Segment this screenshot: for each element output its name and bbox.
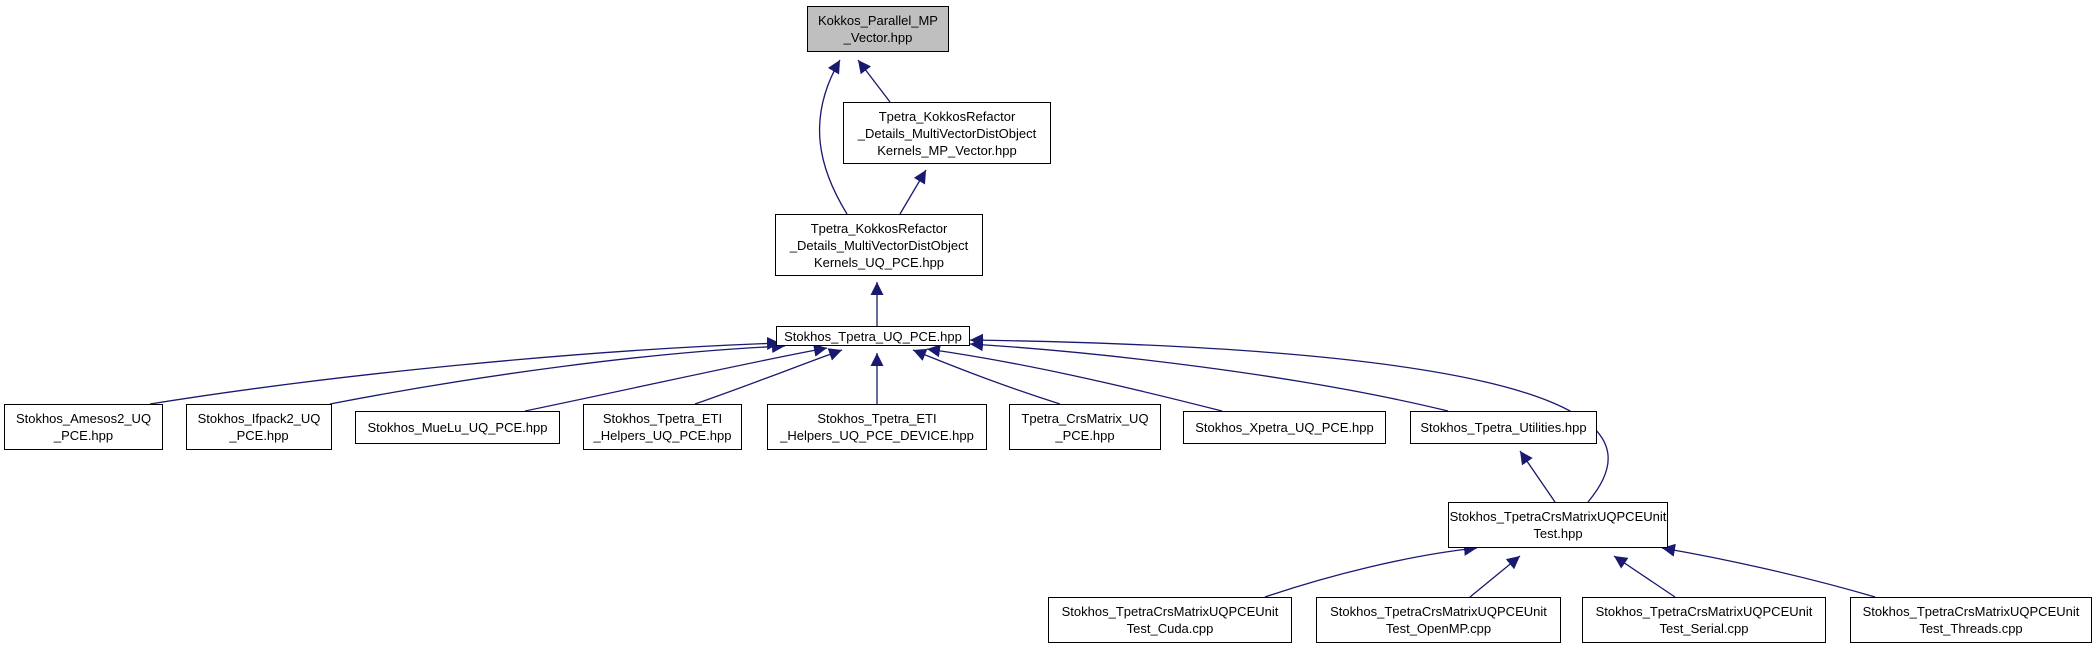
graph-node[interactable]: Stokhos_Tpetra_UQ_PCE.hpp bbox=[776, 326, 970, 346]
node-label-line: Kernels_MP_Vector.hpp bbox=[877, 142, 1017, 158]
graph-node[interactable]: Stokhos_Amesos2_UQ _PCE.hpp bbox=[4, 404, 163, 450]
graph-node[interactable]: Stokhos_Xpetra_UQ_PCE.hpp bbox=[1183, 411, 1386, 444]
edge-n13-to-n12 bbox=[1264, 542, 1478, 598]
node-label-line: Stokhos_Ifpack2_UQ bbox=[197, 411, 321, 426]
node-label-line: Kokkos_Parallel_MP bbox=[818, 13, 938, 28]
graph-node[interactable]: Stokhos_Ifpack2_UQ _PCE.hpp bbox=[186, 404, 332, 450]
edge-n15-to-n12 bbox=[1613, 555, 1676, 598]
graph-root-node[interactable]: Kokkos_Parallel_MP _Vector.hpp bbox=[807, 6, 949, 52]
node-label-line: Stokhos_TpetraCrsMatrixUQPCEUnit bbox=[1449, 509, 1667, 524]
node-label-line: Stokhos_TpetraCrsMatrixUQPCEUnit bbox=[1330, 604, 1547, 619]
graph-node[interactable]: Tpetra_KokkosRefactor_Details_MultiVecto… bbox=[843, 102, 1051, 164]
graph-node[interactable]: Stokhos_Tpetra_ETI _Helpers_UQ_PCE.hpp bbox=[583, 404, 742, 450]
node-label-line: Stokhos_TpetraCrsMatrixUQPCEUnit bbox=[1862, 604, 2080, 619]
edge-n14-to-n12 bbox=[1469, 555, 1521, 598]
node-label-line: Stokhos_Tpetra_ETI bbox=[817, 411, 937, 426]
edge-n12-to-n11 bbox=[1519, 450, 1556, 503]
edge-n6-to-n3 bbox=[524, 343, 828, 412]
node-label-line: Tpetra_KokkosRefactor bbox=[810, 220, 948, 236]
node-label-line: _Details_MultiVectorDistObject bbox=[789, 237, 969, 253]
edge-n7-to-n3 bbox=[694, 348, 843, 405]
node-label-line: Stokhos_Tpetra_ETI bbox=[602, 411, 723, 426]
node-label-line: Stokhos_MueLu_UQ_PCE.hpp bbox=[367, 420, 548, 435]
edges-layer bbox=[149, 59, 1876, 598]
edge-n12-to-n3 bbox=[969, 333, 1609, 503]
node-label-line: Test_Threads.cpp bbox=[1919, 621, 2023, 636]
node-label-line: Stokhos_TpetraCrsMatrixUQPCEUnit bbox=[1061, 604, 1279, 619]
graph-node[interactable]: Stokhos_MueLu_UQ_PCE.hpp bbox=[355, 411, 560, 444]
node-label-line: Stokhos_Tpetra_Utilities.hpp bbox=[1420, 420, 1587, 435]
edge-n2-to-n0 bbox=[818, 59, 848, 215]
node-label-line: _Vector.hpp bbox=[843, 30, 913, 45]
node-label-line: Stokhos_Xpetra_UQ_PCE.hpp bbox=[1195, 420, 1374, 435]
graph-node[interactable]: Stokhos_Tpetra_Utilities.hpp bbox=[1410, 411, 1597, 444]
node-label-line: Tpetra_KokkosRefactor bbox=[878, 108, 1016, 124]
edge-n2-to-n1 bbox=[899, 169, 927, 215]
node-label-line: _PCE.hpp bbox=[1055, 428, 1115, 443]
node-label-line: Stokhos_TpetraCrsMatrixUQPCEUnit bbox=[1595, 604, 1813, 619]
edge-n11-to-n3 bbox=[969, 338, 1449, 412]
node-label-line: _PCE.hpp bbox=[53, 428, 114, 443]
graph-node[interactable]: Stokhos_Tpetra_ETI _Helpers_UQ_PCE_DEVICE… bbox=[767, 404, 987, 450]
node-label-line: Test_OpenMP.cpp bbox=[1385, 621, 1492, 636]
node-label-line: Tpetra_CrsMatrix_UQ bbox=[1021, 411, 1149, 426]
node-label-line: Stokhos_Tpetra_UQ_PCE.hpp bbox=[784, 328, 962, 344]
edge-n1-to-n0 bbox=[857, 59, 891, 103]
graph-node[interactable]: Tpetra_CrsMatrix_UQ _PCE.hpp bbox=[1009, 404, 1161, 450]
node-label-line: _Details_MultiVectorDistObject bbox=[857, 125, 1037, 141]
edge-n10-to-n3 bbox=[926, 344, 1223, 412]
node-label-line: _Helpers_UQ_PCE.hpp bbox=[593, 428, 732, 443]
node-label-line: Test.hpp bbox=[1533, 526, 1583, 541]
node-label-line: Test_Serial.cpp bbox=[1659, 621, 1749, 636]
edge-n5-to-n3 bbox=[329, 340, 786, 405]
node-label-line: Stokhos_Amesos2_UQ bbox=[15, 411, 152, 426]
node-label-line: _PCE.hpp bbox=[229, 428, 289, 443]
graph-node[interactable]: Tpetra_KokkosRefactor_Details_MultiVecto… bbox=[775, 214, 983, 276]
node-label-line: Test_Cuda.cpp bbox=[1126, 621, 1214, 636]
edge-n4-to-n3 bbox=[149, 336, 781, 405]
node-label-line: Kernels_UQ_PCE.hpp bbox=[813, 254, 945, 270]
edge-n9-to-n3 bbox=[912, 348, 1061, 405]
node-label-line: _Helpers_UQ_PCE_DEVICE.hpp bbox=[780, 428, 974, 443]
edge-n16-to-n12 bbox=[1661, 543, 1876, 598]
